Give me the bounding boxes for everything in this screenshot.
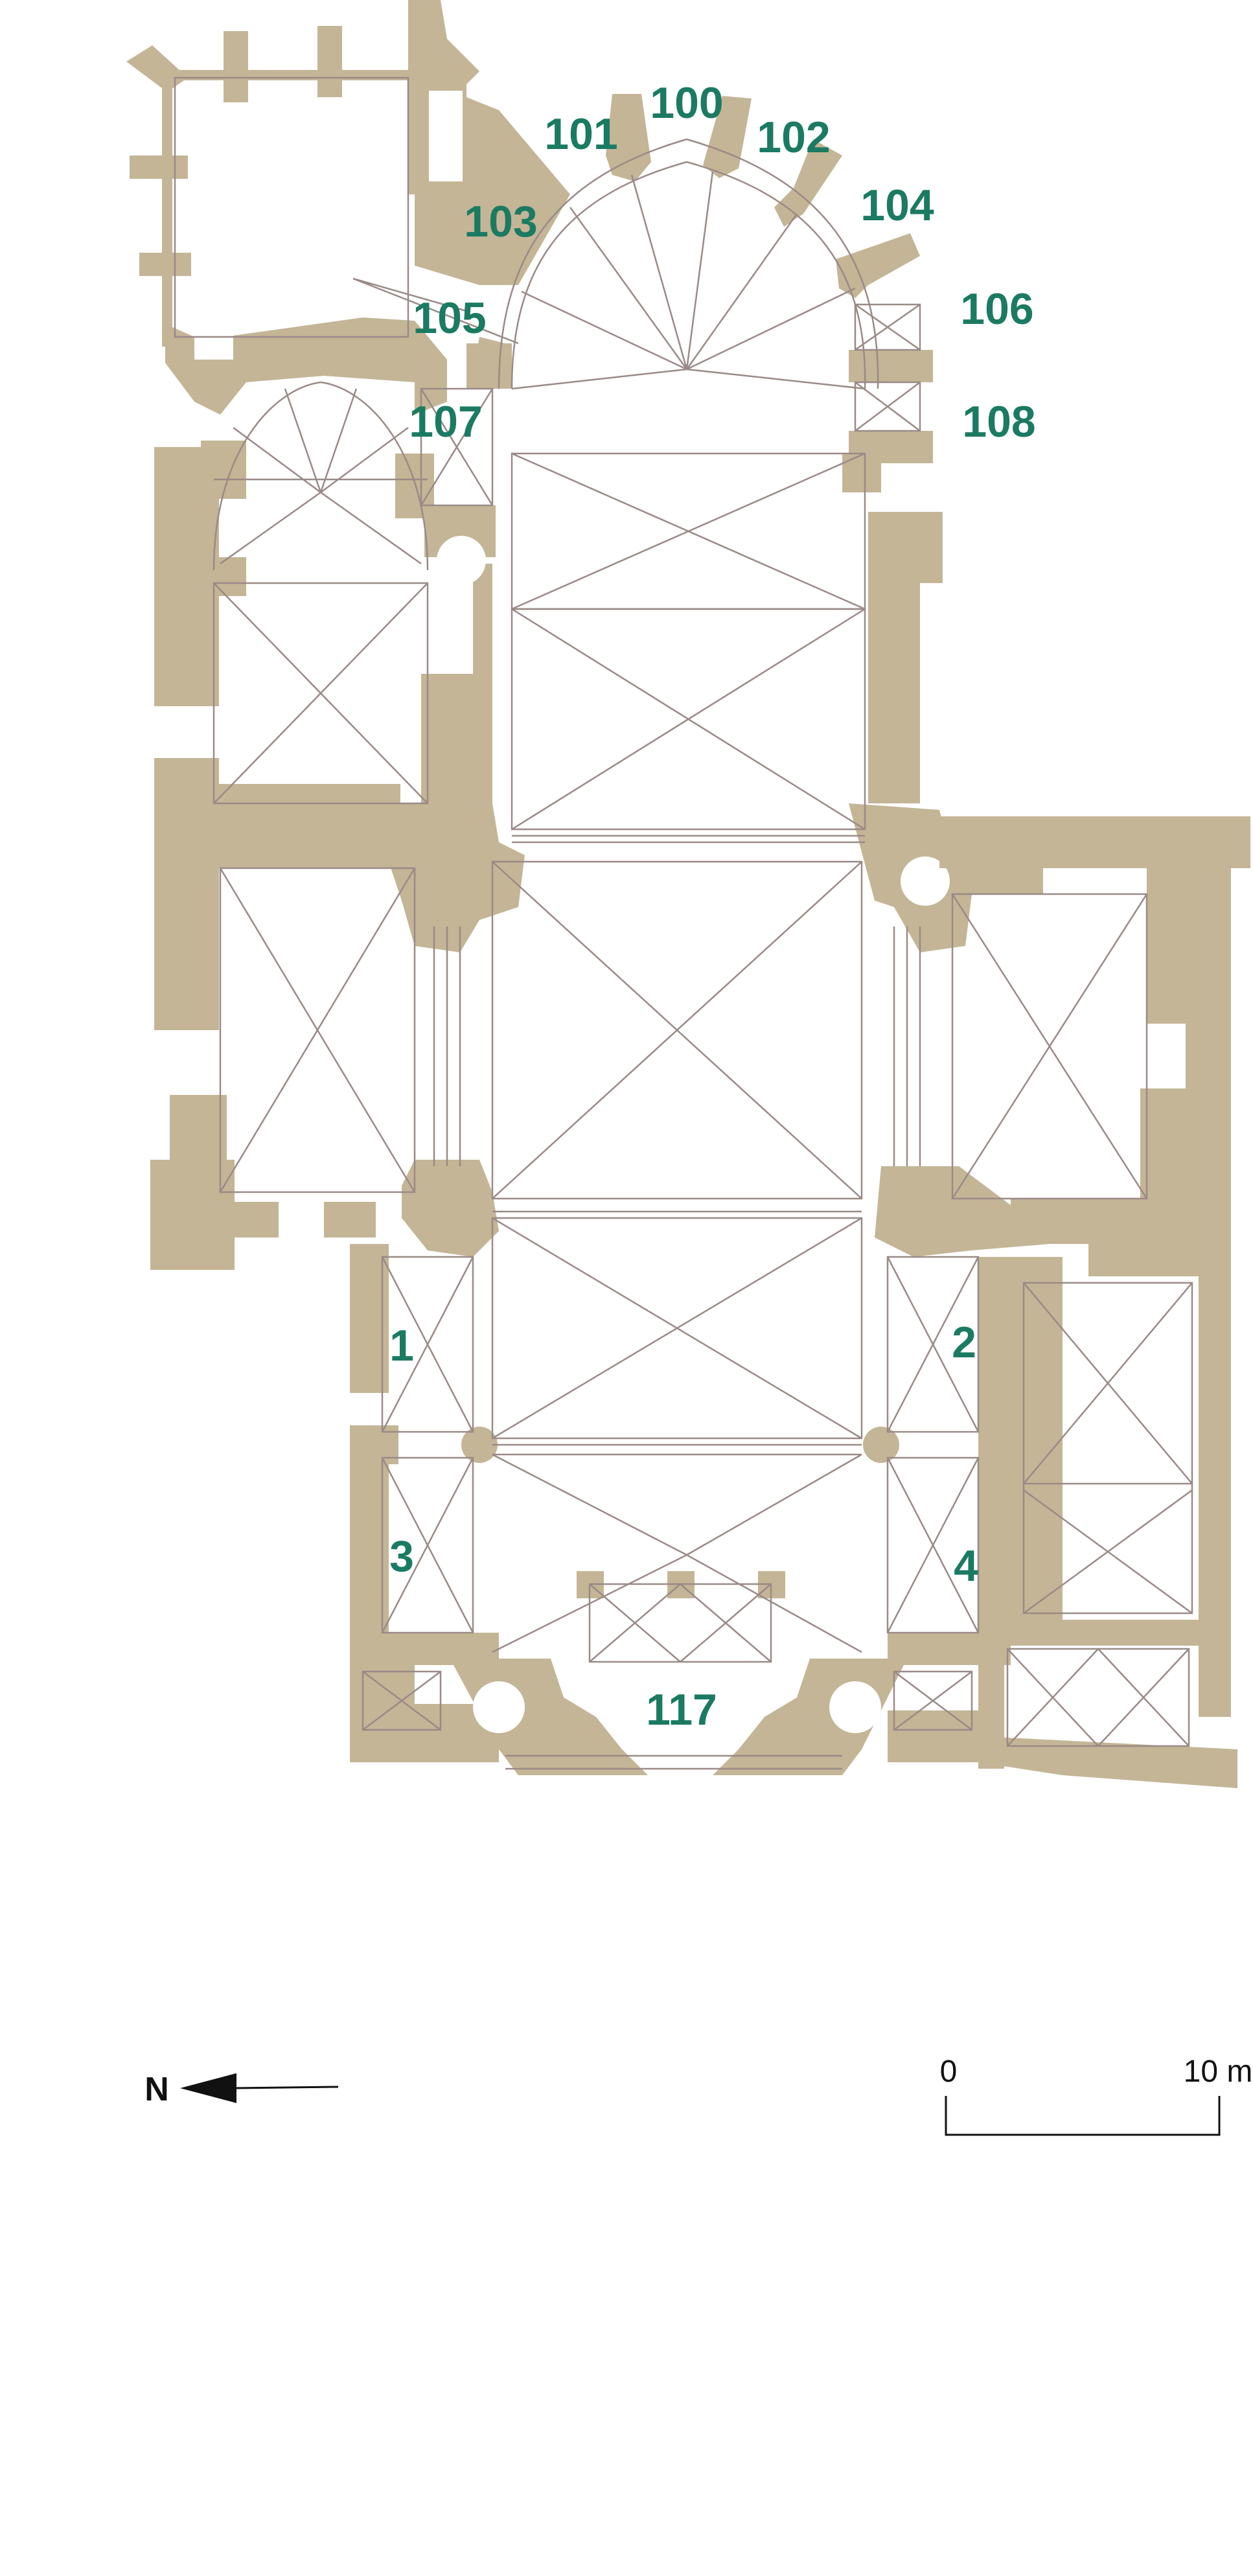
south-chapel-wall-east xyxy=(1199,1270,1231,1717)
north-chapel-wall-b xyxy=(246,810,363,868)
room-label-102: 102 xyxy=(757,113,830,162)
room-label-107: 107 xyxy=(409,397,482,446)
scale-start-label: 0 xyxy=(940,2054,958,2089)
north-chapel-bay xyxy=(213,582,429,805)
choir-east-wall-b xyxy=(868,583,920,803)
pillar-102b xyxy=(774,139,842,227)
room-label-108: 108 xyxy=(962,397,1035,446)
aisle-bay-2 xyxy=(886,1256,980,1433)
nave-pier-n xyxy=(461,1427,498,1463)
south-transept-sill-b xyxy=(1088,1199,1192,1276)
pillar-104 xyxy=(836,233,920,298)
choir-east-wall xyxy=(868,512,943,583)
stair-void-ne xyxy=(901,857,950,906)
north-arrow-head-icon xyxy=(180,2073,236,2103)
room-label-106: 106 xyxy=(960,284,1033,334)
north-arrow: N xyxy=(144,2071,339,2108)
scale-bar: 0 10 m xyxy=(940,2054,1253,2136)
transept-north-sill xyxy=(194,1202,279,1237)
room-label-2: 2 xyxy=(952,1318,976,1367)
north-transept-bay xyxy=(219,867,416,1193)
annex-south-wall xyxy=(165,317,447,415)
chapel-108-bay xyxy=(854,381,921,432)
crossing-pier-sw xyxy=(402,1160,499,1257)
transept-north-sill-b xyxy=(324,1202,376,1237)
annex-wall-north xyxy=(126,45,188,92)
west-bay-north xyxy=(362,1670,442,1731)
annex-room xyxy=(174,76,409,338)
crossing-pier-nw xyxy=(389,803,525,952)
room-label-1: 1 xyxy=(389,1321,414,1370)
annex-buttress-4 xyxy=(139,253,191,276)
south-west-chapel-bay xyxy=(1006,1648,1190,1747)
north-aisle-buttress-a xyxy=(201,441,246,499)
annex-buttress-1 xyxy=(224,31,248,102)
nave-pier-s xyxy=(863,1427,899,1463)
north-label: N xyxy=(144,2071,169,2108)
room-label-103: 103 xyxy=(464,197,537,246)
scale-bar-line xyxy=(945,2096,1221,2136)
west-front-south xyxy=(888,1633,1011,1665)
wall-103 xyxy=(415,97,570,285)
pillar-101 xyxy=(606,94,651,181)
annex-buttress-2 xyxy=(317,26,342,97)
nave-south-wall-b xyxy=(1024,1257,1063,1620)
west-front-south-b xyxy=(888,1710,985,1762)
vault-lines xyxy=(174,76,1193,1770)
scale-end-label: 10 m xyxy=(1184,2054,1253,2089)
annex-wall-west xyxy=(162,75,172,347)
room-label-104: 104 xyxy=(860,181,934,230)
south-transept-wall-east xyxy=(1147,816,1231,1024)
chapel-107-bay xyxy=(420,387,494,507)
aisle-bay-1 xyxy=(381,1256,474,1433)
apse-ribs xyxy=(498,138,879,390)
choir-bay-2 xyxy=(511,608,866,831)
room-label-101: 101 xyxy=(544,109,617,159)
wall-108b xyxy=(842,454,881,492)
west-front-north xyxy=(350,1633,499,1665)
stair-void-w xyxy=(473,1681,525,1733)
chapel-106-bay xyxy=(854,303,921,351)
crossing-bay xyxy=(491,860,863,1200)
west-bay-south xyxy=(893,1670,973,1731)
tower-void xyxy=(429,91,463,181)
stair-void xyxy=(437,536,486,585)
north-aisle-buttress-b xyxy=(201,557,246,596)
south-transept-bay xyxy=(951,893,1148,1200)
choir-west-wall-lower xyxy=(421,674,492,803)
annex-buttress-3 xyxy=(130,155,188,179)
south-chapel-bay xyxy=(1022,1282,1193,1615)
crossing-pier-se xyxy=(875,1166,1050,1257)
south-chapel-wall-bottom xyxy=(978,1736,1237,1788)
aisle-bay-4 xyxy=(886,1456,980,1634)
north-arrow-shaft xyxy=(233,2086,339,2089)
stair-void-e xyxy=(829,1681,881,1733)
room-label-105: 105 xyxy=(413,293,486,343)
annex-wall-top xyxy=(162,70,408,80)
nave-bay-1 xyxy=(491,1217,863,1440)
nave-south-wall xyxy=(978,1257,1024,1646)
room-labels: 100 101 102 103 104 105 106 107 108 1 2 … xyxy=(389,78,1036,1734)
room-label-4: 4 xyxy=(954,1541,978,1591)
aisle-bay-3 xyxy=(381,1456,474,1634)
room-label-100: 100 xyxy=(650,78,723,128)
chapel-107-pier-a xyxy=(466,343,512,389)
south-chapel-wall xyxy=(1011,1620,1224,1646)
room-label-117: 117 xyxy=(646,1685,717,1734)
wall-106 xyxy=(849,350,933,382)
stair-wall xyxy=(473,564,492,680)
room-label-3: 3 xyxy=(389,1532,414,1581)
